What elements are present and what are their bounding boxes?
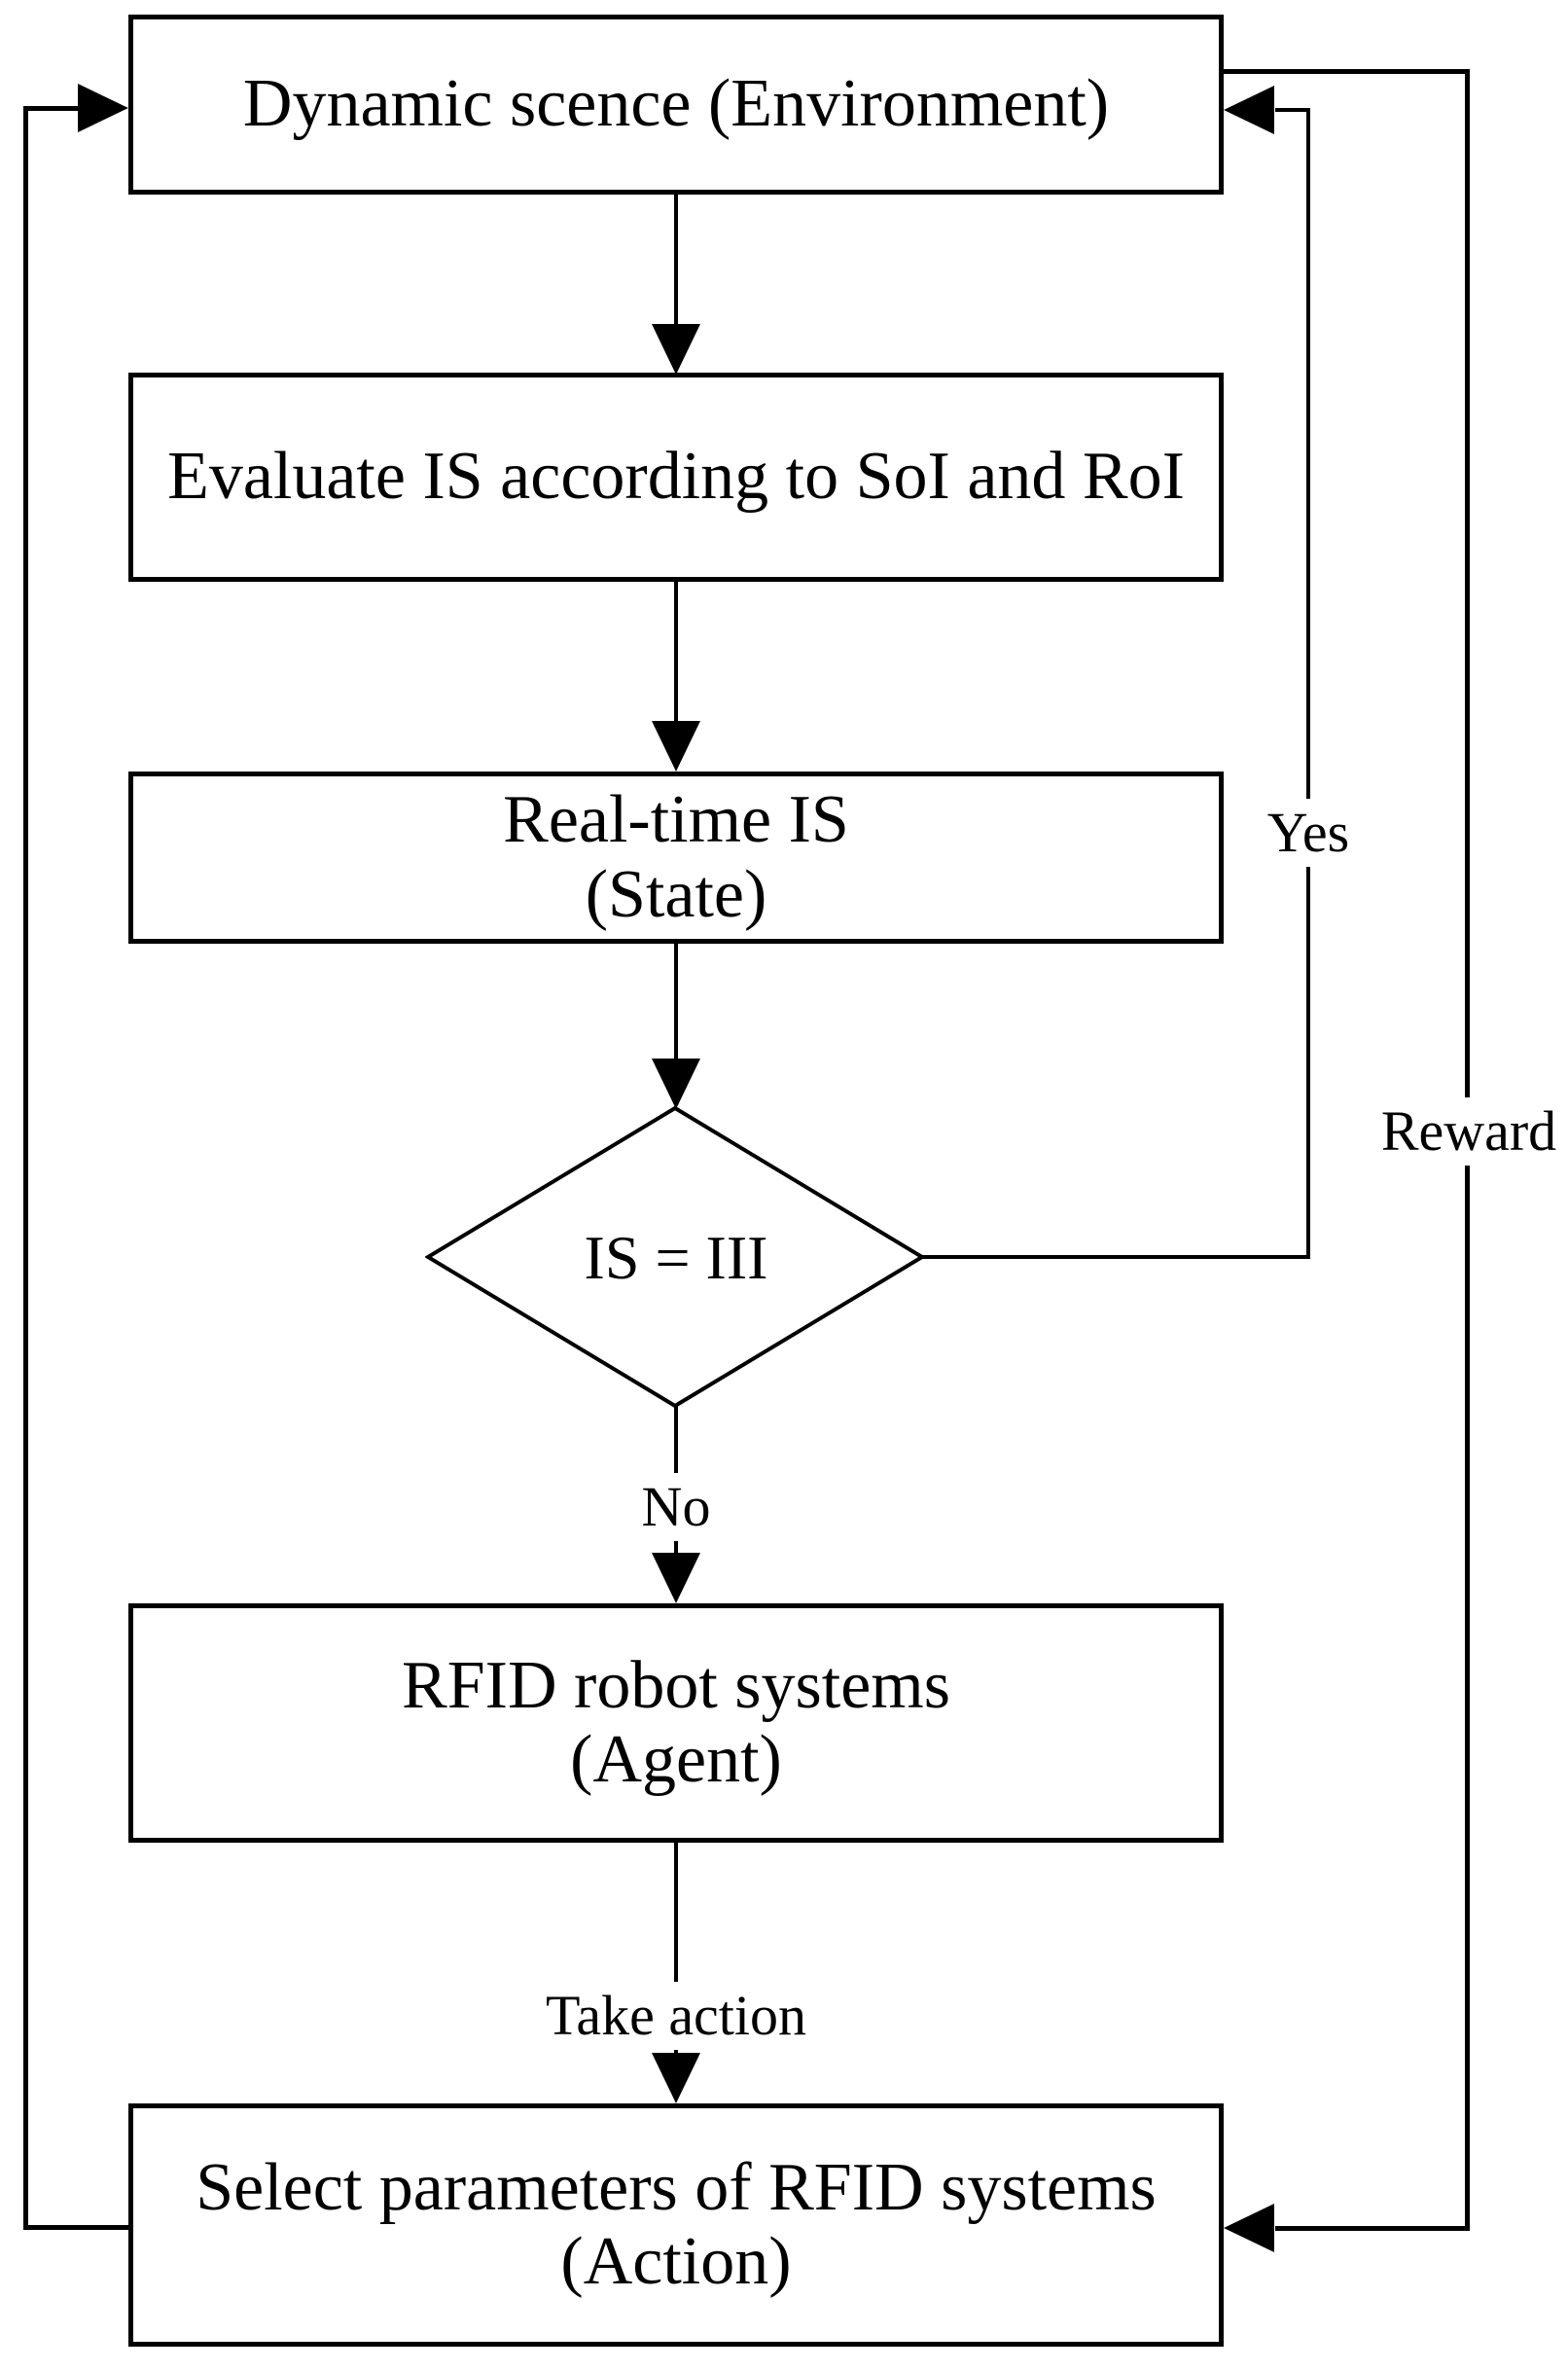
node-state-label-line1: Real-time IS	[503, 782, 849, 858]
node-decision-label: IS = III	[584, 1223, 768, 1292]
connector-reward-top-horizontal	[1224, 69, 1469, 74]
connector-left-vertical	[23, 106, 28, 2230]
arrowhead-left-environment	[1224, 86, 1274, 134]
node-agent: RFID robot systems (Agent)	[128, 1603, 1224, 1843]
edge-label-no: No	[627, 1473, 725, 1541]
connector-agent-to-action	[674, 1843, 678, 2055]
node-evaluate-label: Evaluate IS according to SoI and RoI	[167, 439, 1185, 515]
node-state-label-line2: (State)	[585, 856, 767, 932]
connector-state-to-decision	[674, 944, 678, 1060]
node-state: Real-time IS (State)	[128, 772, 1224, 944]
edge-label-take-action: Take action	[531, 1982, 821, 2050]
node-action-label-line2: (Action)	[560, 2224, 792, 2299]
arrowhead-down-evaluate	[652, 324, 700, 375]
connector-environment-to-evaluate	[674, 195, 678, 326]
node-environment: Dynamic scence (Environment)	[128, 15, 1224, 195]
node-environment-label: Dynamic scence (Environment)	[242, 66, 1110, 142]
arrowhead-down-decision	[652, 1059, 700, 1109]
connector-yes-horizontal	[919, 1255, 1310, 1259]
node-action: Select parameters of RFID systems (Actio…	[128, 2103, 1224, 2347]
node-agent-label-line2: (Agent)	[570, 1722, 782, 1797]
arrowhead-down-action	[652, 2053, 700, 2103]
arrowhead-down-agent	[652, 1553, 700, 1603]
connector-yes-vertical	[1306, 110, 1310, 1259]
connector-evaluate-to-state	[674, 582, 678, 723]
connector-yes-top-horizontal	[1275, 108, 1310, 112]
arrowhead-right-environment	[78, 84, 128, 132]
edge-label-reward: Reward	[1367, 1097, 1568, 1166]
diamond-shape	[424, 1105, 926, 1409]
connector-reward-bottom-horizontal	[1275, 2226, 1470, 2231]
node-decision	[424, 1105, 926, 1409]
node-evaluate: Evaluate IS according to SoI and RoI	[128, 373, 1224, 582]
connector-left-top-horizontal	[23, 106, 80, 111]
arrowhead-left-action	[1224, 2204, 1274, 2252]
connector-action-left-horizontal	[23, 2225, 130, 2230]
arrowhead-down-state	[652, 721, 700, 772]
edge-label-yes: Yes	[1253, 799, 1364, 867]
node-action-label-line1: Select parameters of RFID systems	[196, 2149, 1157, 2225]
node-agent-label-line1: RFID robot systems	[402, 1647, 950, 1723]
